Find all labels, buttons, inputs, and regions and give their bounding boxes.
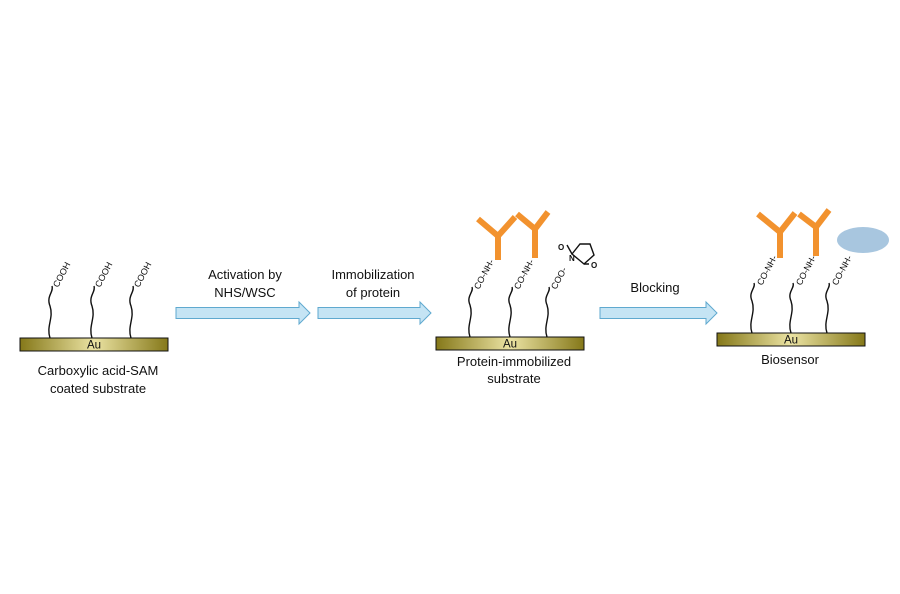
sam-chain: CO-NH- bbox=[825, 254, 854, 334]
substrate-caption: coated substrate bbox=[50, 381, 146, 396]
step-blocking: Blocking bbox=[599, 280, 718, 326]
oxygen-atom: O bbox=[558, 243, 564, 252]
sam-chain: COO- bbox=[545, 265, 569, 338]
step-label: of protein bbox=[346, 285, 400, 300]
step-label: Immobilization bbox=[331, 267, 414, 282]
nitrogen-atom: N bbox=[569, 254, 575, 263]
amide-label: CO-NH- bbox=[472, 258, 496, 291]
cooh-label: COOH bbox=[93, 260, 115, 289]
process-arrow bbox=[175, 300, 311, 326]
stage-protein-immobilized: CO-NH- CO-NH- COO- O N O Au Protein-immo… bbox=[435, 210, 597, 386]
step-label: Blocking bbox=[630, 280, 679, 295]
antibody-icon bbox=[476, 214, 518, 260]
gold-label: Au bbox=[784, 335, 798, 347]
gold-label: Au bbox=[87, 340, 101, 352]
process-arrow bbox=[317, 300, 432, 326]
antibody-icon bbox=[756, 211, 798, 258]
gold-substrate bbox=[19, 337, 169, 352]
stage-biosensor: CO-NH- CO-NH- CO-NH- Au Biosensor bbox=[716, 208, 889, 367]
stage-sam-substrate: COOH COOH COOH Au Carboxylic acid-SAM co… bbox=[19, 260, 169, 396]
ester-label: COO- bbox=[549, 265, 569, 290]
sam-chain: CO-NH- bbox=[789, 254, 818, 334]
nhs-ester-icon: O N O bbox=[558, 243, 597, 270]
gold-substrate bbox=[435, 336, 585, 351]
sam-chain: COOH bbox=[48, 260, 73, 339]
step-label: Activation by bbox=[208, 267, 282, 282]
amide-label: CO-NH- bbox=[755, 254, 779, 287]
sam-chain: CO-NH- bbox=[468, 258, 496, 338]
gold-substrate bbox=[716, 332, 866, 347]
sam-chain: CO-NH- bbox=[750, 254, 779, 334]
oxygen-atom: O bbox=[591, 261, 597, 270]
amide-label: CO-NH- bbox=[830, 254, 854, 287]
cooh-label: COOH bbox=[132, 260, 154, 289]
gold-label: Au bbox=[503, 339, 517, 351]
sam-chain: COOH bbox=[129, 260, 154, 339]
cooh-label: COOH bbox=[51, 260, 73, 289]
antibody-icon bbox=[515, 210, 551, 258]
blocking-agent-icon bbox=[837, 227, 889, 253]
antibody-icon bbox=[797, 208, 832, 256]
step-immobilization: Immobilization of protein bbox=[317, 267, 432, 326]
biosensor-caption: Biosensor bbox=[761, 352, 819, 367]
immobilized-caption: Protein-immobilized bbox=[457, 354, 571, 369]
sam-chain: COOH bbox=[90, 260, 115, 339]
substrate-caption: Carboxylic acid-SAM bbox=[38, 363, 159, 378]
step-label: NHS/WSC bbox=[214, 285, 275, 300]
amide-label: CO-NH- bbox=[794, 254, 818, 287]
amide-label: CO-NH- bbox=[512, 258, 536, 291]
step-activation: Activation by NHS/WSC bbox=[175, 267, 311, 326]
sam-chain: CO-NH- bbox=[508, 258, 536, 338]
immobilized-caption: substrate bbox=[487, 371, 540, 386]
process-arrow bbox=[599, 300, 718, 326]
